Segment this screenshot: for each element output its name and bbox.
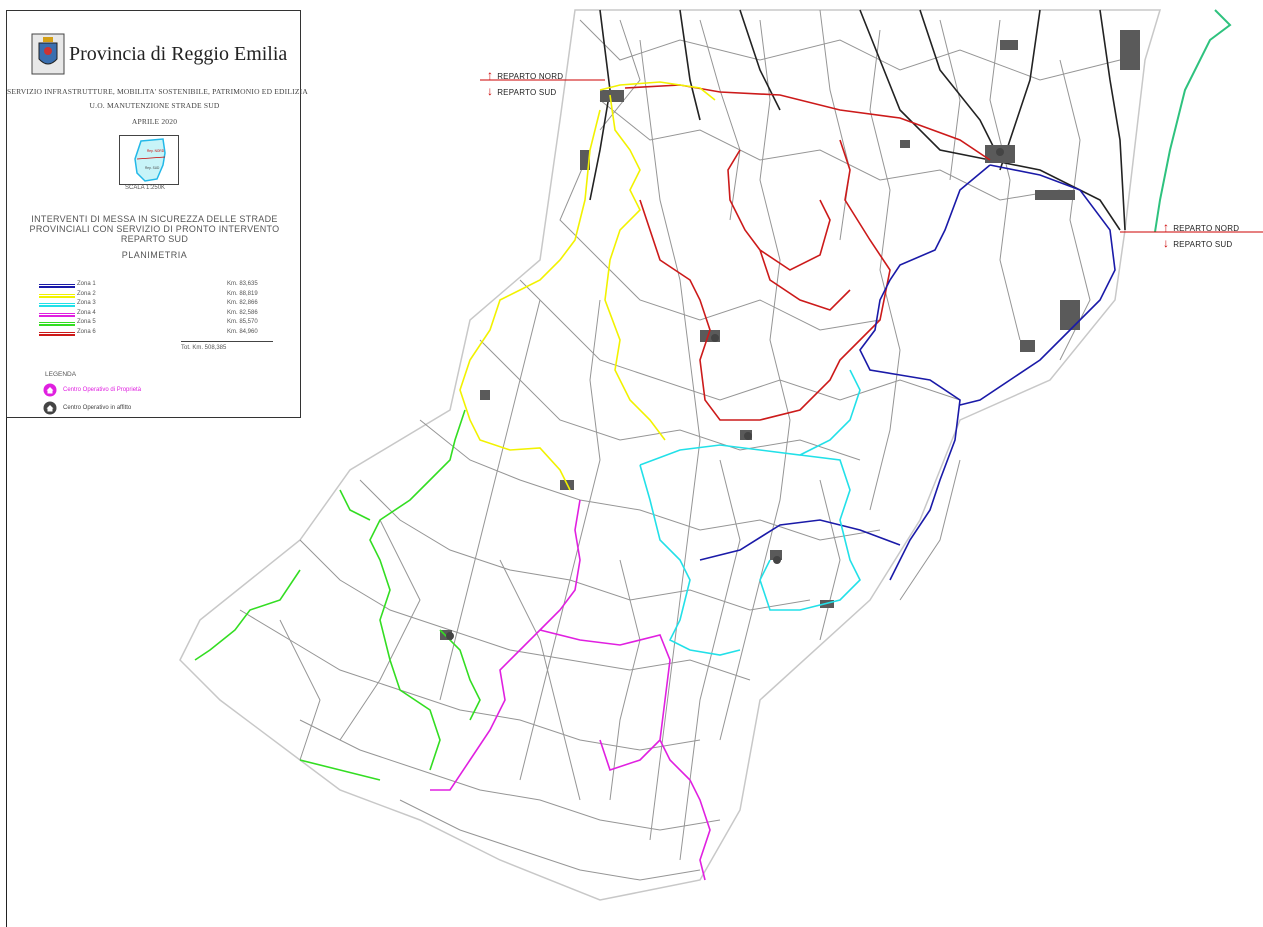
legend-title: LEGENDA <box>45 371 77 378</box>
project-title-line: PROVINCIALI CON SERVIZIO DI PRONTO INTER… <box>29 224 280 234</box>
title-block: Provincia di Reggio Emilia SERVIZIO INFR… <box>6 10 308 418</box>
province-crest-icon <box>31 33 65 75</box>
reparto-nord-label: REPARTO NORD <box>1173 224 1240 233</box>
zone-label: Zona 6 <box>77 328 96 335</box>
arrow-down-icon: ↓ <box>487 84 494 98</box>
zone-legend-row: Zona 5 Km. 85,570 <box>33 319 273 331</box>
zone-4-route <box>430 499 711 881</box>
zone-swatch <box>39 293 75 298</box>
urban-areas <box>440 30 1140 640</box>
arrow-up-icon: ↑ <box>1163 220 1170 234</box>
zone-label: Zona 3 <box>77 300 96 306</box>
arrow-up-icon: ↑ <box>487 68 494 82</box>
reparto-sud-label: REPARTO SUD <box>497 88 557 97</box>
main-roads <box>589 9 1126 231</box>
zone-km: Km. 88,819 <box>227 290 258 297</box>
reparto-nord-label: REPARTO NORD <box>497 72 564 81</box>
province-title: Provincia di Reggio Emilia <box>69 43 288 65</box>
project-title-line: INTERVENTI DI MESSA IN SICUREZZA DELLE S… <box>31 214 278 224</box>
reparto-nord-east: ↑REPARTO NORD <box>1163 220 1239 234</box>
reparto-sud-east: ↓REPARTO SUD <box>1163 236 1232 250</box>
zone-swatch <box>39 331 75 336</box>
legend-rented-label: Centro Operativo in affitto <box>63 405 132 411</box>
highway <box>1154 9 1232 233</box>
zone-label: Zona 1 <box>77 281 96 287</box>
zone-km: Km. 85,570 <box>227 319 258 325</box>
zone-label: Zona 2 <box>77 290 96 297</box>
reparto-sud-label: REPARTO SUD <box>1173 240 1233 249</box>
plan-subtitle: PLANIMETRIA <box>121 250 188 260</box>
house-icon <box>43 401 57 415</box>
unit-name: U.O. MANUTENZIONE STRADE SUD <box>89 101 220 110</box>
zone-legend-row: Zona 1 Km. 83,635 <box>33 281 273 293</box>
legend-owned-label: Centro Operativo di Proprietà <box>63 387 142 393</box>
operation-centers <box>446 148 1004 640</box>
project-title-line: REPARTO SUD <box>120 234 189 244</box>
house-icon <box>43 383 57 397</box>
inset-label-nord: Rep. NORD <box>147 149 165 153</box>
zone-legend-row: Zona 2 Km. 88,819 <box>33 290 273 303</box>
zone-km: Km. 82,586 <box>227 309 258 316</box>
zone-swatch <box>39 312 75 317</box>
zone-swatch <box>39 284 75 288</box>
reparto-nord-west: ↑REPARTO NORD <box>487 68 563 82</box>
page-edge <box>6 418 7 927</box>
date-label: APRILE 2020 <box>131 117 178 126</box>
project-title: INTERVENTI DI MESSA IN SICUREZZA DELLE S… <box>7 214 302 244</box>
province-boundary <box>179 9 1162 901</box>
zone-5-route <box>194 409 481 781</box>
reparto-sud-west: ↓REPARTO SUD <box>487 84 556 98</box>
service-name: SERVIZIO INFRASTRUTTURE, MOBILITA' SOSTE… <box>7 87 308 96</box>
total-divider <box>181 341 273 342</box>
zone-swatch <box>39 303 75 307</box>
zone-swatch <box>39 322 75 326</box>
zone-label: Zona 4 <box>77 309 96 316</box>
zone-legend-row: Zona 3 Km. 82,866 <box>33 300 273 312</box>
zone-2-route <box>459 81 716 491</box>
zone-legend-row: Zona 4 Km. 82,586 <box>33 309 273 322</box>
total-km: Tot. Km. 508,385 <box>181 345 227 351</box>
zone-1-route <box>699 164 1116 581</box>
zone-label: Zona 5 <box>77 319 96 325</box>
zone-km: Km. 83,635 <box>227 281 258 287</box>
zone-km: Km. 82,866 <box>227 300 258 306</box>
zone-km: Km. 84,960 <box>227 328 258 335</box>
arrow-down-icon: ↓ <box>1163 236 1170 250</box>
inset-map: Rep. NORD Rep. SUD <box>119 135 179 185</box>
scale-label: SCALA 1:250K <box>125 185 166 191</box>
zone-6-route <box>624 84 991 421</box>
zone-legend-row: Zona 6 Km. 84,960 <box>33 328 273 341</box>
zone-3-route <box>639 369 861 656</box>
road-network <box>239 9 1121 881</box>
inset-label-sud: Rep. SUD <box>145 166 160 170</box>
